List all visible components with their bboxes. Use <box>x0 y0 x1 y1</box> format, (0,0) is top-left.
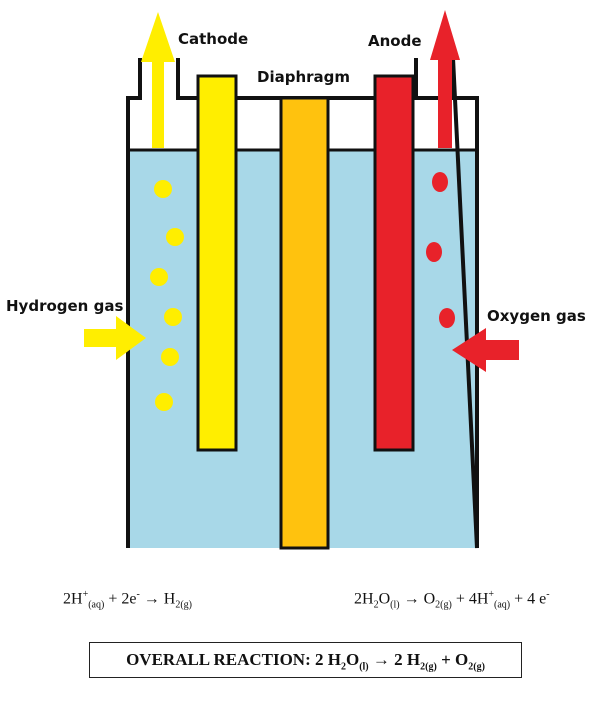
eq-sup: + <box>488 589 495 600</box>
oxygen-gas-arrow <box>452 328 519 372</box>
diaphragm-label: Diaphragm <box>257 68 350 86</box>
eq-sub: (l) <box>390 599 400 611</box>
oxygen-outlet-arrow <box>430 10 460 148</box>
eq-sub: (aq) <box>494 599 511 611</box>
anode-electrode <box>373 74 415 452</box>
overall-sub: (l) <box>359 661 369 673</box>
eq-sup: + <box>82 589 89 600</box>
cathode-label: Cathode <box>178 30 248 48</box>
hydrogen-bubble <box>164 308 182 326</box>
eq-text: + 4H <box>451 590 489 608</box>
cathode-equation: 2H+(aq) + 2e- → H2(g) <box>63 589 192 611</box>
overall-text: 2 H <box>394 650 421 669</box>
eq-text: + 4 e <box>510 590 547 608</box>
diaphragm <box>279 96 330 550</box>
overall-sub: 2 <box>340 661 346 673</box>
oxygen-bubbles <box>426 172 455 328</box>
eq-sub: 2(g) <box>435 599 452 611</box>
anode-label: Anode <box>368 32 422 50</box>
eq-text: H <box>163 590 176 608</box>
oxygen-bubble <box>439 308 455 328</box>
overall-text: + O <box>436 650 469 669</box>
overall-sub: 2(g) <box>420 661 437 673</box>
eq-sub: 2 <box>373 599 379 611</box>
eq-arrow: → <box>399 590 424 608</box>
eq-sub: (aq) <box>88 599 105 611</box>
oxygen-bubble <box>426 242 442 262</box>
electrolysis-diagram: Cathode Anode Diaphragm Hydrogen gas Oxy… <box>6 10 586 550</box>
overall-reaction-box: OVERALL REACTION: 2 H2O(l) → 2 H2(g) + O… <box>89 642 522 678</box>
eq-text: + 2e <box>104 590 137 608</box>
hydrogen-outlet-arrow <box>141 12 175 148</box>
eq-text: O <box>378 590 391 608</box>
overall-sub: 2(g) <box>468 661 485 673</box>
hydrogen-bubble <box>161 348 179 366</box>
eq-text: 2H <box>354 590 374 608</box>
eq-text: O <box>423 590 436 608</box>
anode-equation: 2H2O(l) → O2(g) + 4H+(aq) + 4 e- <box>354 589 550 611</box>
overall-text: O <box>345 650 360 669</box>
hydrogen-bubble <box>154 180 172 198</box>
oxygen-bubble <box>432 172 448 192</box>
eq-sup: - <box>136 589 140 600</box>
overall-arrow: → <box>368 650 395 669</box>
eq-sub: 2(g) <box>175 599 193 611</box>
eq-arrow: → <box>139 590 164 608</box>
hydrogen-bubble <box>150 268 168 286</box>
hydrogen-bubble <box>155 393 173 411</box>
oxygen-gas-label: Oxygen gas <box>487 307 586 325</box>
cathode-electrode <box>196 74 238 452</box>
overall-text: OVERALL REACTION: 2 H <box>126 650 341 669</box>
hydrogen-bubble <box>166 228 184 246</box>
hydrogen-gas-label: Hydrogen gas <box>6 297 123 315</box>
cell-container <box>126 57 479 549</box>
eq-text: 2H <box>63 590 83 608</box>
hydrogen-gas-arrow <box>84 316 146 360</box>
eq-sup: - <box>546 589 550 600</box>
hydrogen-bubbles <box>150 180 184 411</box>
